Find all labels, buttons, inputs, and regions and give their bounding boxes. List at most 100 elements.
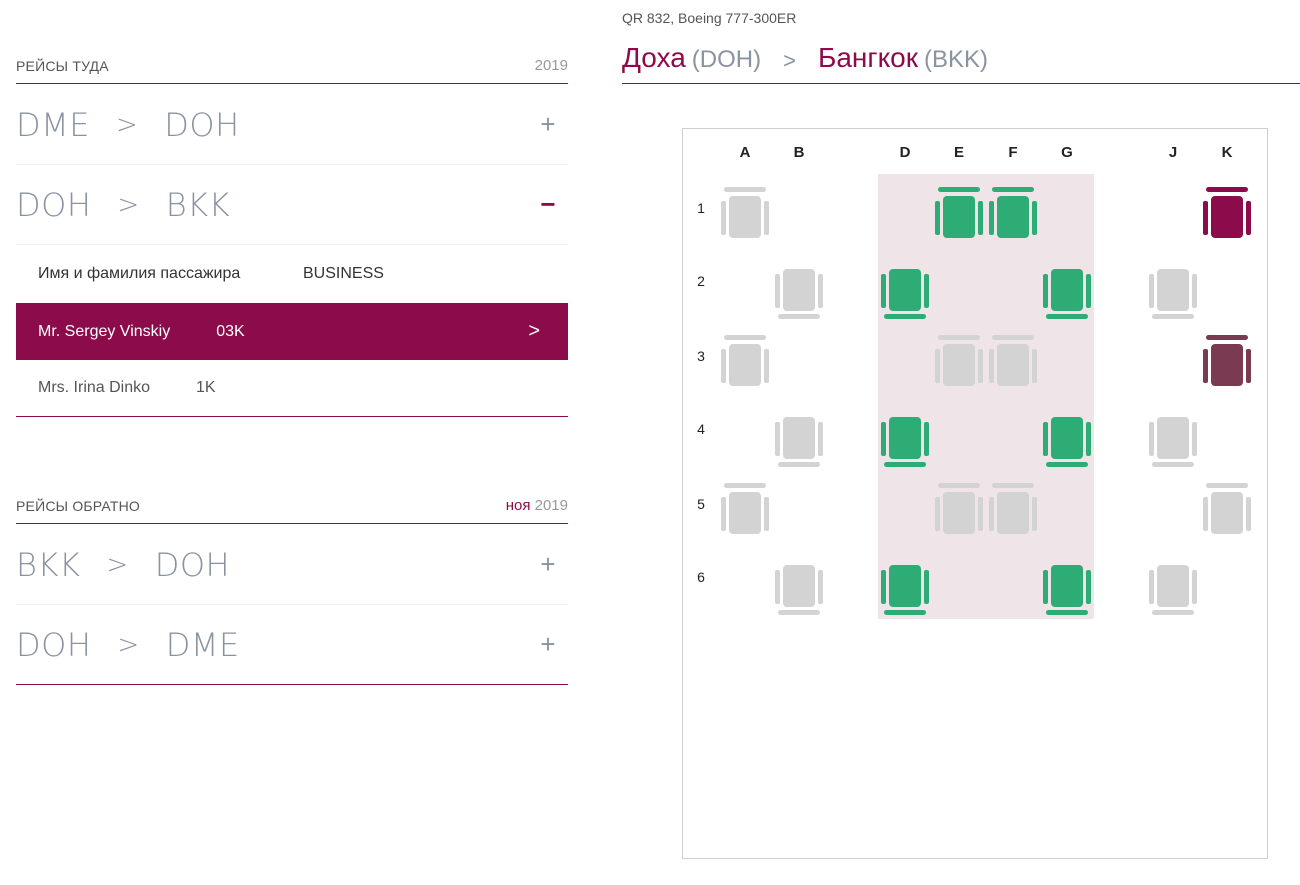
passenger-name: Mr. Sergey Vinskiy xyxy=(38,322,171,340)
seat-arm xyxy=(1086,570,1091,604)
seat-back xyxy=(724,483,766,488)
return-month: ноя xyxy=(505,497,531,514)
seat-3E xyxy=(935,335,983,386)
seat-body xyxy=(997,196,1029,238)
outbound-year: 2019 xyxy=(534,57,568,74)
seat-body xyxy=(889,269,921,311)
seat-1K[interactable] xyxy=(1203,187,1251,238)
passenger-name-header: Имя и фамилия пассажира xyxy=(38,265,241,282)
seat-back xyxy=(1152,462,1194,467)
seat-3A xyxy=(721,335,769,386)
route-label: DOH > DME xyxy=(16,626,240,664)
seat-arm xyxy=(978,201,983,235)
seat-back xyxy=(1206,335,1248,340)
seat-back xyxy=(884,610,926,615)
route-doh-bkk[interactable]: DOH > BKK − xyxy=(16,165,568,245)
seat-body xyxy=(997,492,1029,534)
passenger-seat: 1K xyxy=(196,379,216,396)
seat-body xyxy=(1051,269,1083,311)
seat-4G[interactable] xyxy=(1043,417,1091,467)
seat-back xyxy=(938,335,980,340)
seat-2G[interactable] xyxy=(1043,269,1091,319)
return-year: 2019 xyxy=(534,497,568,514)
seat-arm xyxy=(721,497,726,531)
seat-body xyxy=(1211,196,1243,238)
seat-arm xyxy=(978,497,983,531)
column-label: A xyxy=(740,144,751,161)
seat-body xyxy=(783,269,815,311)
seat-2D[interactable] xyxy=(881,269,929,319)
chevron-right-icon: > xyxy=(117,189,140,220)
seat-arm xyxy=(1192,422,1197,456)
column-label: D xyxy=(900,144,911,161)
seat-body xyxy=(997,344,1029,386)
chevron-right-icon: > xyxy=(106,549,129,580)
return-title: РЕЙСЫ ОБРАТНО xyxy=(16,498,141,514)
column-label: E xyxy=(954,144,964,161)
seat-4D[interactable] xyxy=(881,417,929,467)
column-label: F xyxy=(1008,144,1017,161)
passenger-row-selected[interactable]: Mr. Sergey Vinskiy 03K > xyxy=(16,303,568,360)
column-label: B xyxy=(794,144,805,161)
route-dme-doh[interactable]: DME > DOH + xyxy=(16,85,568,165)
expand-icon[interactable]: + xyxy=(540,109,556,139)
seat-1F[interactable] xyxy=(989,187,1037,238)
seat-arm xyxy=(989,497,994,531)
seat-arm xyxy=(818,274,823,308)
route-from: DME xyxy=(16,105,90,144)
seat-arm xyxy=(721,349,726,383)
seat-arm xyxy=(775,274,780,308)
seat-6G[interactable] xyxy=(1043,565,1091,615)
seat-back xyxy=(1046,462,1088,467)
seat-arm xyxy=(924,570,929,604)
seat-back xyxy=(992,483,1034,488)
passengers-header: Имя и фамилия пассажира BUSINESS xyxy=(16,245,568,303)
seat-3K xyxy=(1203,335,1251,386)
collapse-icon[interactable]: − xyxy=(540,189,556,219)
chevron-right-icon: > xyxy=(115,109,139,140)
route-doh-dme[interactable]: DOH > DME + xyxy=(16,605,568,685)
seat-back xyxy=(1206,187,1248,192)
seat-2J xyxy=(1149,269,1197,319)
outbound-header: РЕЙСЫ ТУДА 2019 xyxy=(16,57,568,84)
passenger-row[interactable]: Mrs. Irina Dinko 1K xyxy=(16,360,568,417)
seat-arm xyxy=(775,570,780,604)
seat-1E[interactable] xyxy=(935,187,983,238)
seat-body xyxy=(1157,417,1189,459)
seat-back xyxy=(1206,483,1248,488)
route-from: BKK xyxy=(16,545,81,584)
seat-back xyxy=(938,483,980,488)
seat-4J xyxy=(1149,417,1197,467)
seat-back xyxy=(724,187,766,192)
to-code: (BKK) xyxy=(924,46,989,73)
seat-back xyxy=(1046,314,1088,319)
seat-arm xyxy=(1203,201,1208,235)
chevron-right-icon: > xyxy=(783,48,796,73)
seat-5K xyxy=(1203,483,1251,534)
route-from: DOH xyxy=(16,625,92,664)
route-bkk-doh[interactable]: BKK > DOH + xyxy=(16,525,568,605)
seat-back xyxy=(938,187,980,192)
row-label: 6 xyxy=(697,569,705,585)
seat-6D[interactable] xyxy=(881,565,929,615)
seat-arm xyxy=(1246,349,1251,383)
seat-arm xyxy=(1246,497,1251,531)
seat-body xyxy=(943,492,975,534)
seat-arm xyxy=(1149,422,1154,456)
seat-arm xyxy=(924,274,929,308)
from-code: (DOH) xyxy=(691,46,762,73)
expand-icon[interactable]: + xyxy=(540,549,556,579)
seat-5A xyxy=(721,483,769,534)
seat-body xyxy=(943,344,975,386)
seat-5F xyxy=(989,483,1037,534)
seat-arm xyxy=(1043,274,1048,308)
seat-back xyxy=(1152,314,1194,319)
seat-arm xyxy=(1032,497,1037,531)
seat-arm xyxy=(764,349,769,383)
column-label: J xyxy=(1169,144,1177,161)
seat-arm xyxy=(989,201,994,235)
row-label: 5 xyxy=(697,496,705,512)
expand-icon[interactable]: + xyxy=(540,629,556,659)
seat-arm xyxy=(775,422,780,456)
